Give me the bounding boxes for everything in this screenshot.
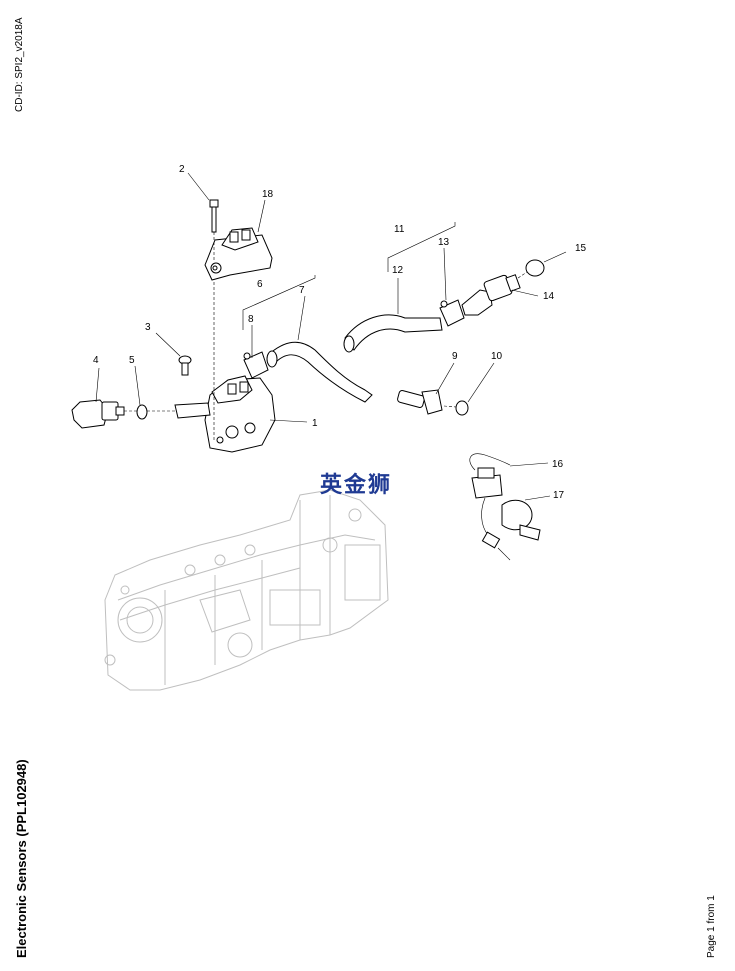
- callout-9: 9: [452, 351, 458, 362]
- hose-part-12: [343, 314, 443, 353]
- sensor-part-9: [397, 389, 443, 415]
- callout-8: 8: [248, 314, 254, 325]
- o-ring-part-10: [455, 400, 469, 416]
- sensor-part-14: [461, 274, 521, 316]
- watermark-text: 英金狮: [320, 472, 392, 498]
- o-ring-part-5: [124, 404, 176, 420]
- clip-part-17: [501, 499, 541, 541]
- callout-11: 11: [394, 224, 405, 235]
- callout-labels: 1 2 3 4 5 6 7 8 9 10 11 12 13 14 15 16 1…: [93, 164, 587, 501]
- sensor-part-4: [71, 399, 125, 429]
- engine-block-outline: [104, 489, 389, 691]
- screw-part-3: [178, 355, 192, 376]
- leader-lines: [95, 172, 567, 501]
- callout-1: 1: [312, 418, 318, 429]
- callout-14: 14: [543, 291, 555, 302]
- callout-3: 3: [145, 322, 151, 333]
- clamp-part-8: [243, 351, 269, 379]
- callout-12: 12: [392, 265, 404, 276]
- callout-4: 4: [93, 355, 99, 366]
- callout-2: 2: [179, 164, 185, 175]
- sensor-bracket-part-18: [204, 227, 273, 281]
- callout-7: 7: [299, 285, 305, 296]
- callout-16: 16: [552, 459, 564, 470]
- callout-13: 13: [438, 237, 450, 248]
- o-ring-part-15: [525, 259, 545, 277]
- callout-15: 15: [575, 243, 587, 254]
- sensor-housing-part-1: [174, 282, 276, 453]
- clamp-part-13: [439, 299, 465, 327]
- callout-17: 17: [553, 490, 565, 501]
- callout-6: 6: [257, 279, 263, 290]
- hose-part-7: [266, 341, 373, 403]
- sensor-part-16: [469, 453, 511, 561]
- callout-5: 5: [129, 355, 135, 366]
- bolt-part-2: [209, 199, 219, 262]
- callout-18: 18: [262, 189, 274, 200]
- callout-10: 10: [491, 351, 503, 362]
